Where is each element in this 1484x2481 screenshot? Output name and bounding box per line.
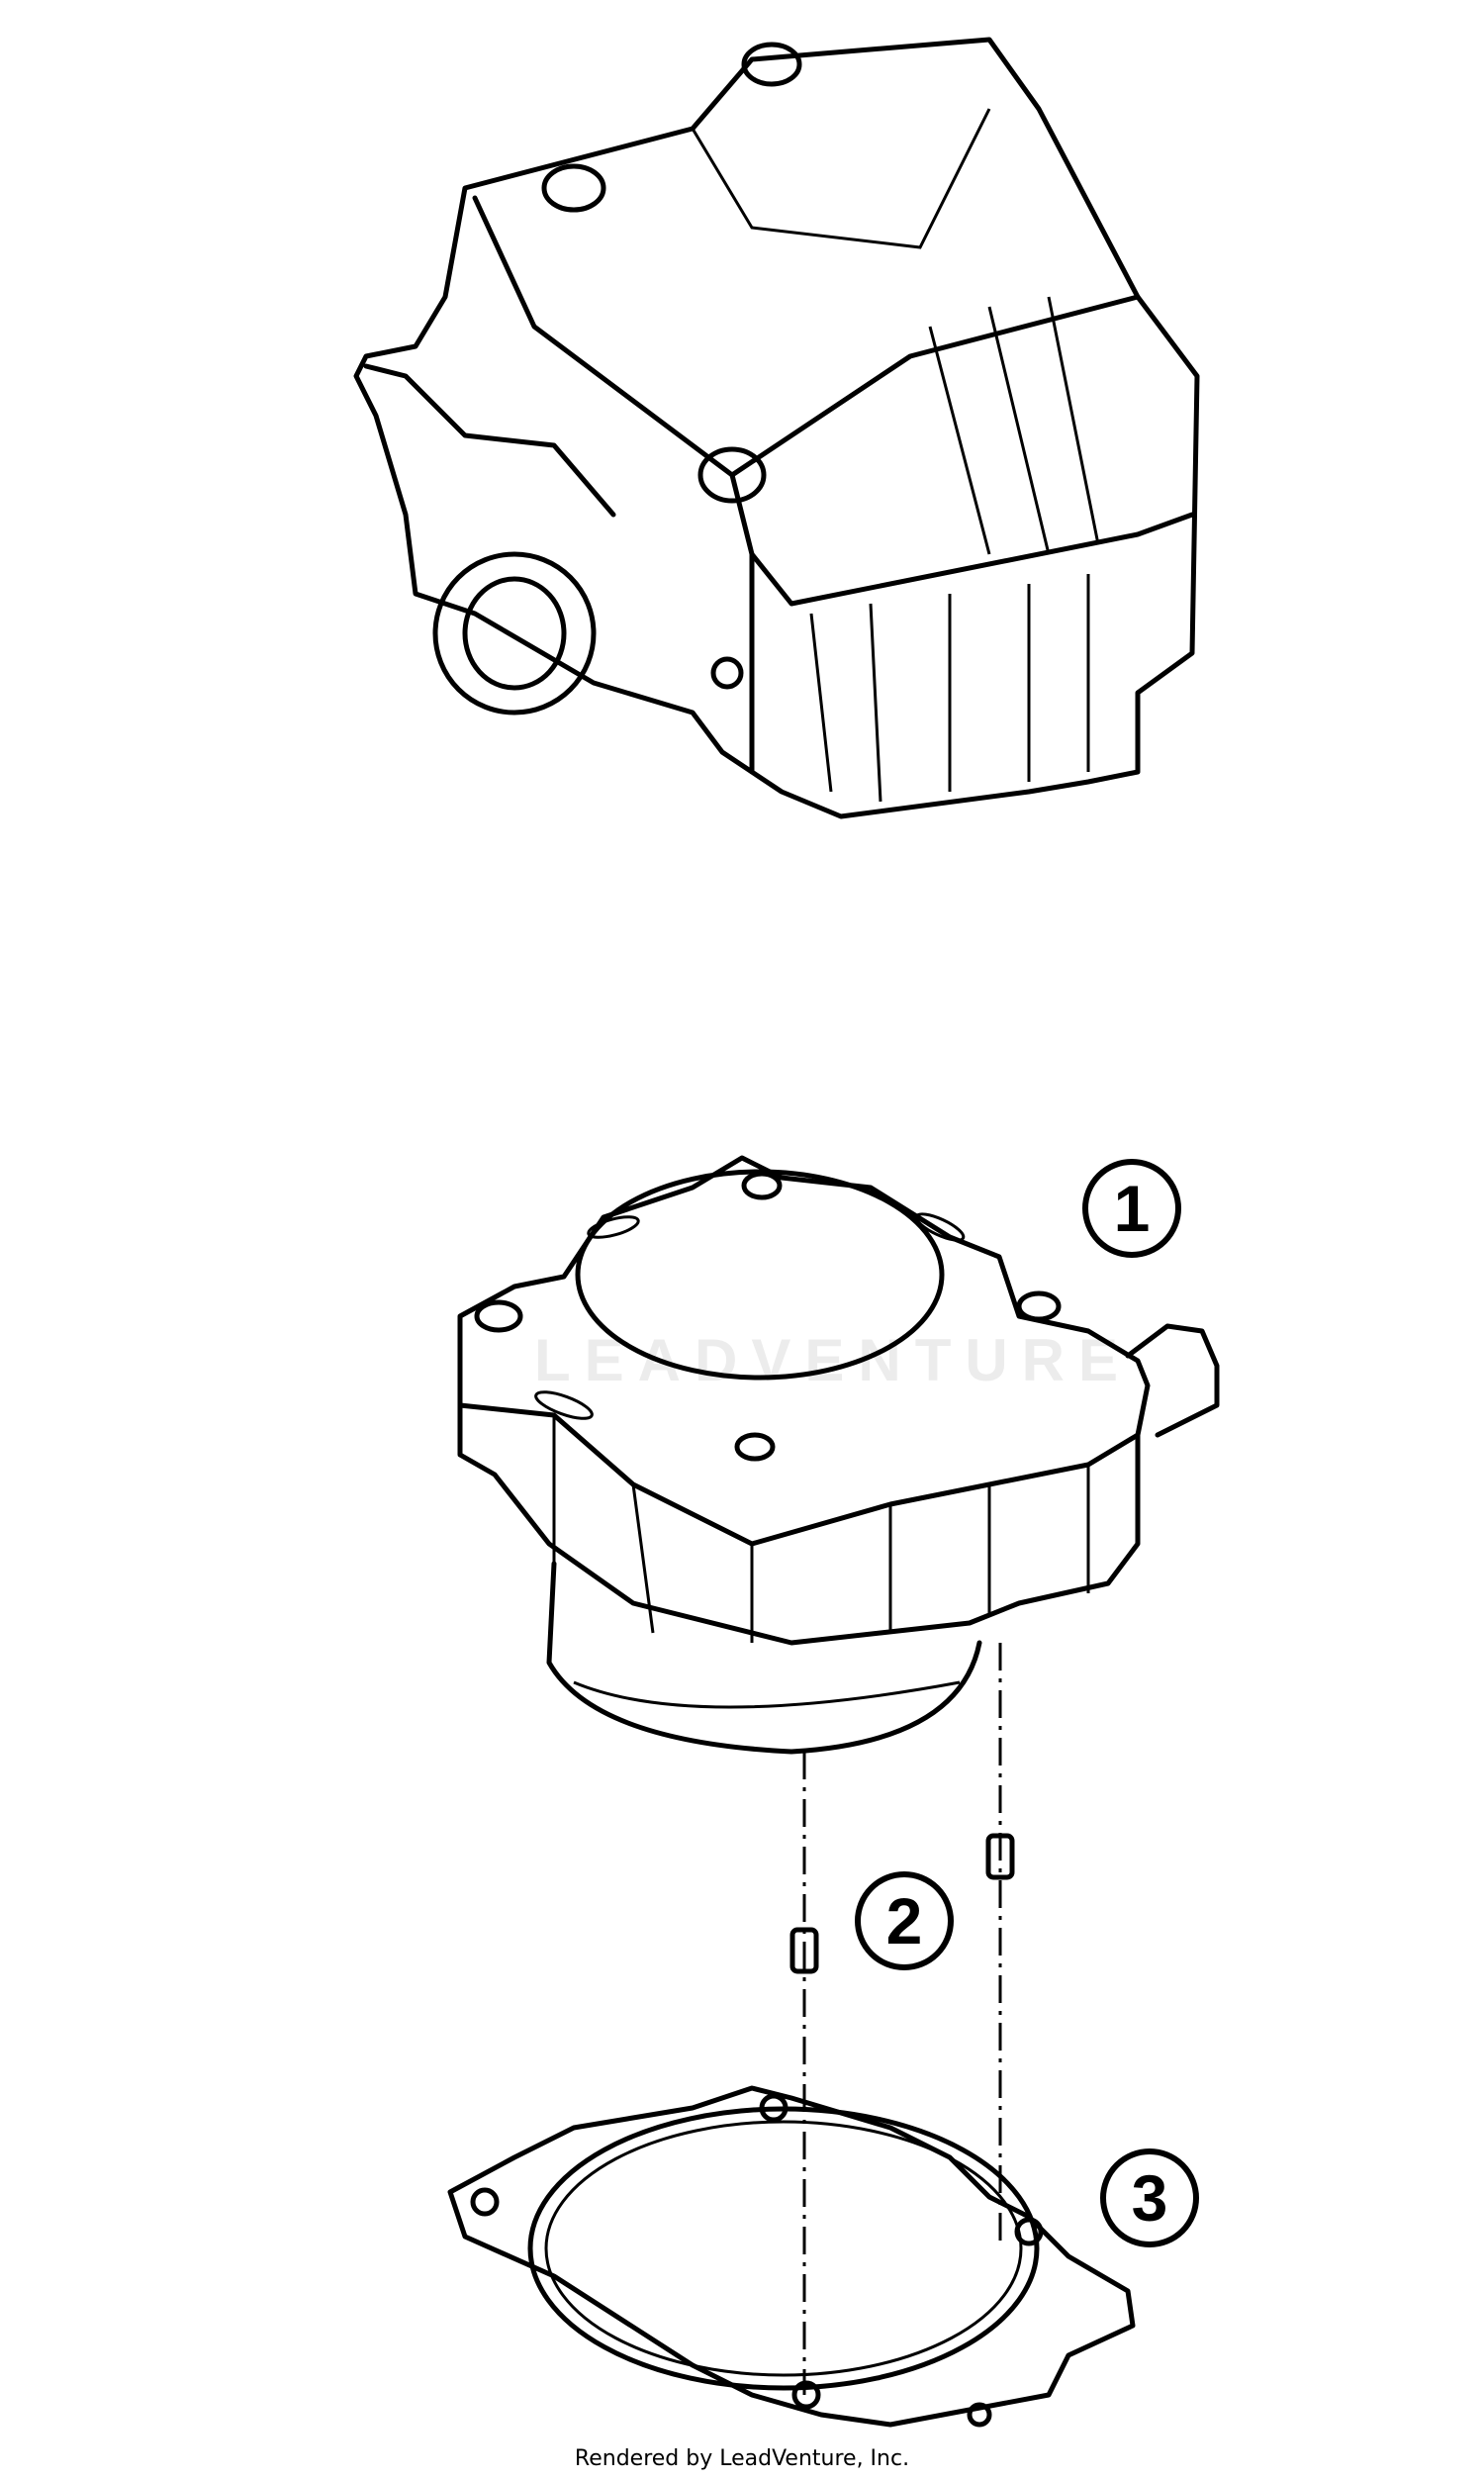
dowel-pins-drawing <box>789 1643 1015 2395</box>
watermark: LEADVENTURE <box>534 1327 1133 1393</box>
cylinder-drawing <box>457 1155 1220 1755</box>
gasket-drawing <box>447 2085 1136 2428</box>
callout-2[interactable]: 2 <box>855 1871 954 1970</box>
callout-3[interactable]: 3 <box>1100 2148 1199 2247</box>
callout-1[interactable]: 1 <box>1082 1159 1181 1258</box>
cylinder-head-drawing <box>353 37 1200 819</box>
footer-credit: Rendered by LeadVenture, Inc. <box>574 2446 910 2471</box>
